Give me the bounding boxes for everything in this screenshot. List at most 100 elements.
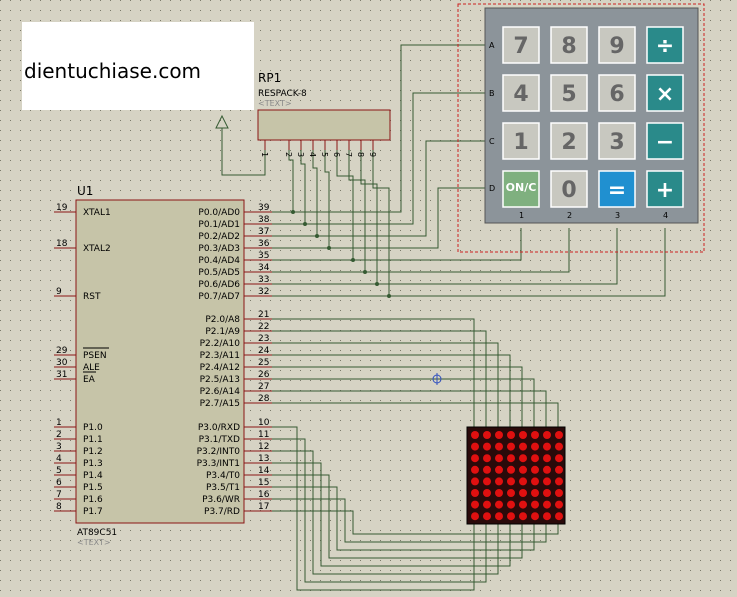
u1-pin-number: 27 <box>258 382 269 392</box>
key-label: + <box>656 178 674 203</box>
keypad-key[interactable]: 5 <box>550 74 588 112</box>
u1-pin-number: 38 <box>258 215 270 225</box>
keypad-row-label: B <box>489 89 495 98</box>
led-dot <box>471 431 479 439</box>
led-dot <box>519 512 527 521</box>
keypad-key[interactable]: ON/C <box>502 170 540 208</box>
keypad-key[interactable]: + <box>646 170 684 208</box>
u1-text: <TEXT> <box>77 538 111 547</box>
key-face <box>646 122 684 160</box>
led-dot <box>483 465 491 474</box>
keypad-row-wire <box>272 92 485 225</box>
led-dot <box>543 454 551 463</box>
keypad-row-label: D <box>489 184 495 193</box>
rp1-pin-number: 5 <box>320 152 329 157</box>
port3-wire <box>272 450 499 575</box>
u1-pin-number: 4 <box>56 454 62 464</box>
led-dot <box>531 465 539 474</box>
keypad-key[interactable]: = <box>598 170 636 208</box>
key-label: 5 <box>561 82 576 107</box>
keypad-key[interactable]: 1 <box>502 122 540 160</box>
watermark: dientuchiase.com <box>22 22 254 110</box>
led-dot <box>519 454 527 463</box>
led-dot <box>483 477 491 486</box>
key-label: 0 <box>561 178 576 203</box>
u1-pin-number: 33 <box>258 275 269 285</box>
rp1-value: RESPACK-8 <box>258 89 307 99</box>
u1-pin-number: 1 <box>56 418 62 428</box>
keypad-key[interactable]: ÷ <box>646 26 684 64</box>
u1-pin-number: 39 <box>258 203 270 213</box>
led-dot <box>495 477 503 486</box>
keypad-key[interactable]: − <box>646 122 684 160</box>
u1-pin-number: 6 <box>56 478 62 488</box>
u1-pin-number: 8 <box>56 502 62 512</box>
led-dot <box>519 489 527 497</box>
u1-pin-label: P3.0/RXD <box>198 423 240 433</box>
u1-pin-number: 22 <box>258 322 269 332</box>
led-dot <box>531 500 539 509</box>
key-label: × <box>656 82 674 107</box>
led-dot <box>483 442 491 451</box>
rp1-pull-wire <box>288 150 294 212</box>
u1-pin-number: 3 <box>56 442 62 452</box>
led-dot <box>543 489 551 497</box>
u1-pin-number: 23 <box>258 334 269 344</box>
led-dot <box>555 489 563 497</box>
led-dot <box>471 489 479 497</box>
u1-pin-label: EA <box>83 375 96 385</box>
led-dot <box>531 454 539 463</box>
u1-pin-number: 25 <box>258 358 269 368</box>
u1-pin-number: 5 <box>56 466 62 476</box>
led-dot <box>543 431 551 439</box>
keypad-row-label: A <box>489 41 495 50</box>
rp1-pin-number: 3 <box>296 152 305 157</box>
led-dot <box>507 431 515 439</box>
led-dot <box>507 442 515 451</box>
u1-pin-number: 30 <box>56 358 68 368</box>
led-dot <box>543 442 551 451</box>
keypad-key[interactable]: × <box>646 74 684 112</box>
u1-pin-label: P3.4/T0 <box>206 471 240 481</box>
key-face <box>598 26 636 64</box>
keypad-col-wire <box>272 228 618 285</box>
keypad-key[interactable]: 6 <box>598 74 636 112</box>
u1-pin-label: PSEN <box>83 351 107 361</box>
keypad-key[interactable]: 7 <box>502 26 540 64</box>
led-dot <box>543 477 551 486</box>
led-dot <box>495 454 503 463</box>
port2-wire <box>272 330 487 427</box>
keypad-key[interactable]: 3 <box>598 122 636 160</box>
u1-pin-label: P2.1/A9 <box>205 327 240 337</box>
keypad-key[interactable]: 9 <box>598 26 636 64</box>
port3-wire <box>272 510 559 535</box>
keypad-key[interactable]: 4 <box>502 74 540 112</box>
key-face <box>550 170 588 208</box>
keypad-key[interactable]: 0 <box>550 170 588 208</box>
keypad-key[interactable]: 2 <box>550 122 588 160</box>
port3-wire <box>272 498 547 543</box>
u1-pin-number: 31 <box>56 370 67 380</box>
key-face <box>502 74 540 112</box>
keypad-selection-box <box>457 3 705 253</box>
u1-pin-label: RST <box>83 292 101 302</box>
u1-pin-number: 17 <box>258 502 269 512</box>
rp1-text: <TEXT> <box>258 99 292 108</box>
rp1-pull-wire <box>348 150 366 272</box>
u1-pin-label: P2.6/A14 <box>200 387 241 397</box>
key-face <box>646 74 684 112</box>
led-dot <box>519 431 527 439</box>
key-label: 2 <box>561 130 576 155</box>
key-label: ÷ <box>656 34 674 59</box>
u1-pin-label: P1.5 <box>83 483 103 493</box>
u1-pin-number: 24 <box>258 346 270 356</box>
port2-wire <box>272 378 535 427</box>
keypad-col-label: 2 <box>567 211 572 220</box>
keypad-key[interactable]: 8 <box>550 26 588 64</box>
u1-pin-label: P3.2/INT0 <box>197 447 241 457</box>
key-label: 8 <box>561 34 576 59</box>
